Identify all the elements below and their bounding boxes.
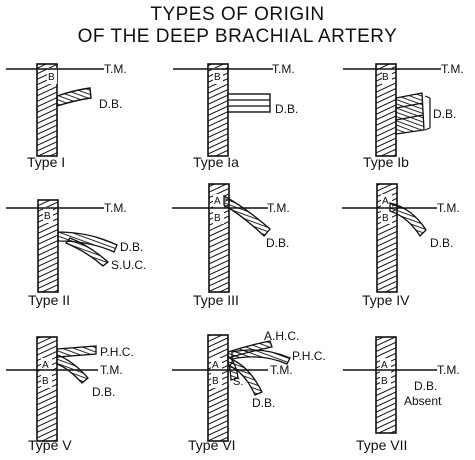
panel-type-6: A B A.H.C. P.H.C. T.M. S. D.B. Type VI: [172, 329, 326, 453]
type-label: Type I: [27, 154, 65, 170]
label-brachial: B: [382, 213, 389, 224]
vessel-label-bg: [381, 194, 392, 224]
branch-line: [395, 102, 424, 109]
vessel-label-bg: [43, 207, 53, 223]
label-brachial: B: [381, 376, 388, 387]
branch-line: [395, 114, 424, 121]
deep-brachial-branch: [223, 194, 271, 237]
deep-brachial-branch: [227, 93, 271, 113]
deep-brachial-branch: [56, 87, 92, 107]
label-absent: Absent: [404, 394, 442, 408]
panel-type-7: A B T.M. D.B. Absent Type VII: [343, 336, 460, 453]
label-deep-brachial: D.B.: [266, 236, 289, 250]
panel-type-5: A B P.H.C. T.M. D.B. Type V: [6, 336, 134, 453]
title-line-1: TYPES OF ORIGIN: [150, 4, 325, 25]
bracket: [424, 95, 431, 99]
label-brachial: B: [382, 72, 389, 83]
label-teres-major: T.M.: [437, 363, 460, 377]
panel-type-2: B T.M. D.B. S.U.C. Type II: [6, 199, 146, 308]
panel-type-1: B T.M. D.B. Type I: [6, 62, 127, 170]
label-axillary: A: [214, 196, 221, 207]
label-teres-major: T.M.: [104, 62, 127, 76]
panel-type-3: A B T.M. D.B. Type III: [172, 183, 290, 308]
label-brachial: B: [44, 211, 51, 222]
label-posterior-humeral-circumflex: P.H.C.: [100, 345, 134, 359]
label-brachial: B: [214, 72, 221, 83]
artery-vessel: [36, 63, 58, 157]
panel-type-4: A B T.M. D.B. Type IV: [342, 183, 460, 308]
label-teres-major: T.M.: [272, 62, 295, 76]
label-deep-brachial: D.B.: [414, 379, 437, 393]
type-label: Type Ia: [193, 154, 239, 170]
vessel-label-bg: [382, 68, 392, 84]
label-deep-brachial: D.B.: [430, 236, 453, 250]
vessel-label-bg: [41, 358, 52, 388]
type-label: Type VII: [356, 437, 407, 453]
deep-brachial-branch: [56, 354, 89, 384]
vessel-label-bg: [380, 358, 391, 388]
label-teres-major: T.M.: [270, 363, 293, 377]
type-label: Type VI: [188, 437, 235, 453]
label-axillary: A: [212, 360, 219, 371]
label-deep-brachial: D.B.: [252, 396, 275, 410]
posterior-humeral-circumflex-branch: [56, 345, 97, 358]
type-label: Type Ib: [363, 154, 409, 170]
label-teres-major: T.M.: [104, 201, 127, 215]
type-label: Type II: [28, 292, 70, 308]
panel-type-1a: B T.M. D.B. Type Ia: [173, 62, 298, 170]
type-label: Type IV: [362, 292, 410, 308]
type-label: Type V: [28, 437, 72, 453]
deep-brachial-branch: [389, 202, 427, 238]
label-axillary: A: [42, 360, 49, 371]
label-teres-major: T.M.: [267, 201, 290, 215]
label-teres-major: T.M.: [437, 201, 460, 215]
deep-brachial-branch: [395, 92, 425, 135]
label-subscapular: S.: [233, 376, 243, 388]
vessel-label-bg: [213, 194, 224, 224]
vessel-label-bg: [47, 68, 57, 84]
vessel-label-bg: [211, 358, 222, 388]
label-anterior-humeral-circumflex: A.H.C.: [264, 329, 299, 343]
figure-title: TYPES OF ORIGIN OF THE DEEP BRACHIAL ART…: [0, 4, 475, 48]
label-teres-major: T.M.: [441, 62, 464, 76]
type-label: Type III: [193, 292, 239, 308]
label-deep-brachial: D.B.: [99, 97, 122, 111]
label-brachial: B: [214, 213, 221, 224]
label-brachial: B: [48, 72, 55, 83]
label-superior-ulnar-collateral: S.U.C.: [111, 258, 146, 272]
label-teres-major: T.M.: [100, 363, 123, 377]
deep-brachial-branch: [229, 359, 263, 396]
title-line-2: OF THE DEEP BRACHIAL ARTERY: [77, 26, 398, 47]
label-axillary: A: [381, 360, 388, 371]
bracket: [424, 127, 431, 131]
label-deep-brachial: D.B.: [92, 385, 115, 399]
label-deep-brachial: D.B.: [433, 107, 456, 121]
label-deep-brachial: D.B.: [275, 102, 298, 116]
posterior-humeral-circumflex-branch: [231, 349, 291, 365]
vessel-label-bg: [213, 68, 223, 84]
panel-type-1b: B T.M. D.B. Type Ib: [343, 62, 464, 170]
label-posterior-humeral-circumflex: P.H.C.: [292, 349, 326, 363]
superior-ulnar-collateral-branch: [64, 237, 110, 267]
label-brachial: B: [212, 376, 219, 387]
label-deep-brachial: D.B.: [120, 240, 143, 254]
artery-vessel: [36, 336, 58, 442]
label-axillary: A: [382, 196, 389, 207]
label-brachial: B: [42, 376, 49, 387]
